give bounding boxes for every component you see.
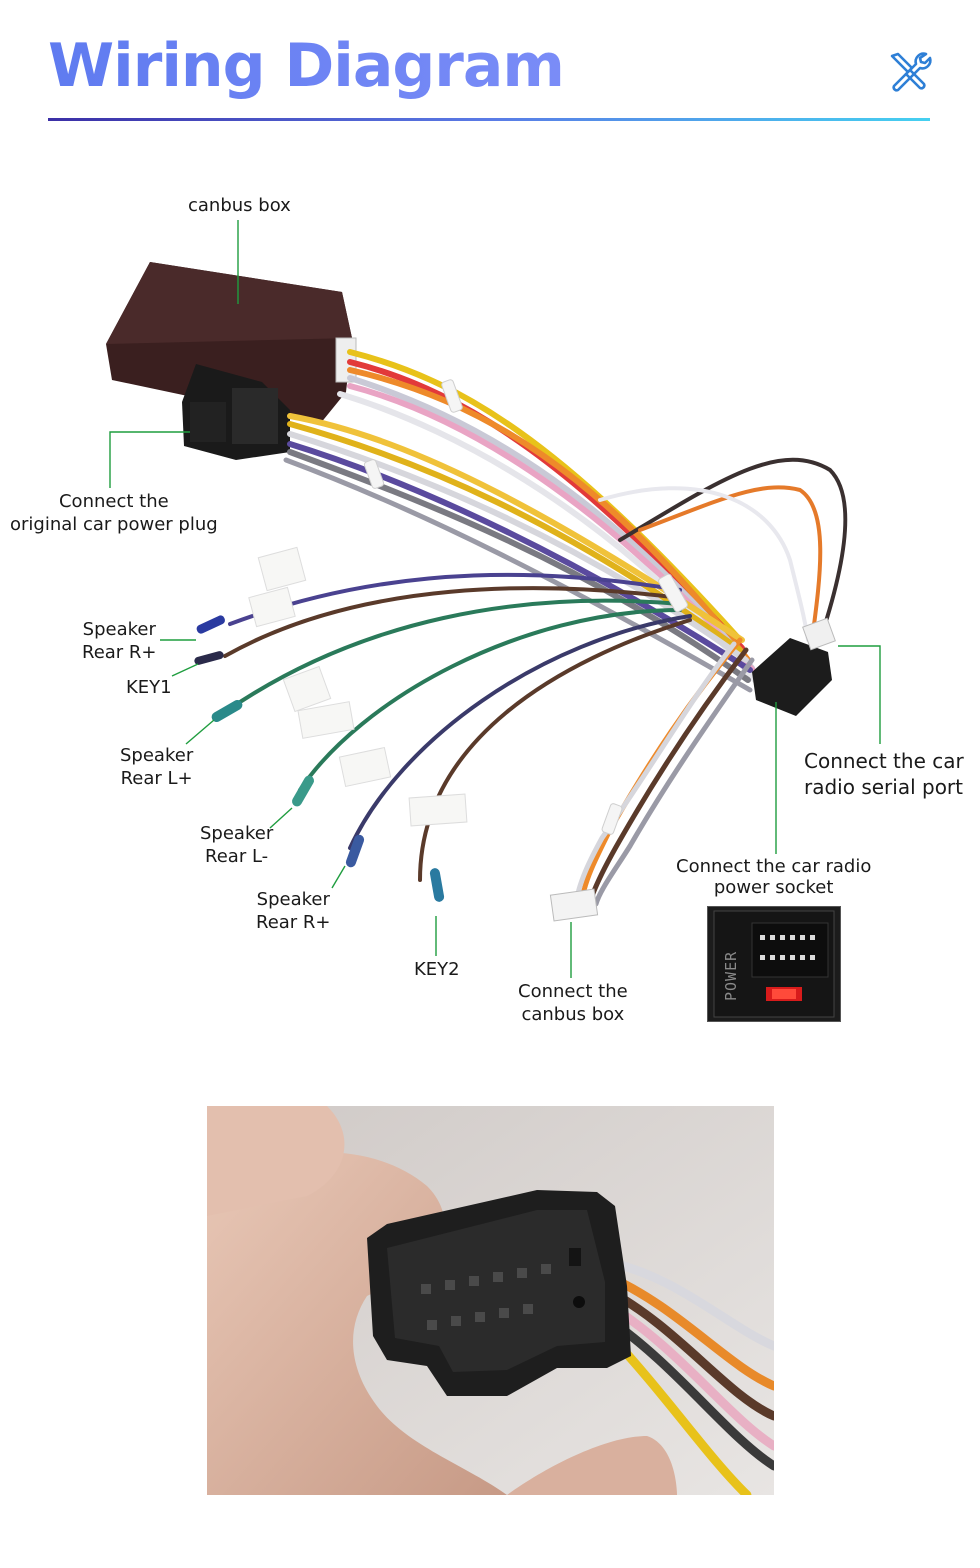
- label-speaker-rear-r-plus-1: Speaker Rear R+: [82, 618, 157, 664]
- wire-tags: [248, 546, 468, 827]
- label-line: Rear L-: [205, 846, 269, 867]
- label-radio-serial-port: Connect the car radio serial port: [804, 748, 964, 800]
- canbus-small-plug: [549, 888, 599, 922]
- power-socket-photo: POWER: [707, 906, 841, 1022]
- wiring-diagram: [106, 220, 881, 978]
- label-line: Speaker: [82, 619, 156, 640]
- power-socket-text: POWER: [722, 951, 740, 1001]
- label-line: Speaker: [120, 745, 194, 766]
- power-plug-connector: [182, 364, 290, 460]
- label-key1: KEY1: [126, 677, 172, 698]
- label-canbus-box: canbus box: [188, 195, 291, 216]
- label-connect-canbus-box: Connect the canbus box: [518, 980, 628, 1026]
- wire-tips: [194, 615, 445, 902]
- label-speaker-rear-l-plus: Speaker Rear L+: [120, 744, 193, 790]
- label-speaker-rear-r-plus-2: Speaker Rear R+: [256, 888, 331, 934]
- connector-closeup-photo: [207, 1106, 774, 1495]
- leader-lines: [109, 220, 881, 978]
- label-line: Connect the car: [804, 749, 964, 773]
- label-radio-power-socket: Connect the car radio power socket: [676, 856, 871, 898]
- radio-connector: [752, 617, 836, 716]
- label-line: Rear R+: [256, 912, 331, 933]
- canbus-box: [106, 262, 357, 424]
- label-line: Rear R+: [82, 642, 157, 663]
- label-key2: KEY2: [414, 959, 460, 980]
- label-line: Connect the: [518, 981, 628, 1002]
- label-original-power-plug: Connect the original car power plug: [10, 490, 218, 536]
- title-divider: [48, 118, 930, 121]
- tools-icon: [890, 52, 932, 92]
- label-line: Speaker: [200, 823, 274, 844]
- label-line: Connect the car radio: [676, 856, 872, 877]
- label-line: canbus box: [521, 1004, 625, 1025]
- label-speaker-rear-l-minus: Speaker Rear L-: [200, 822, 273, 868]
- wire-bundle: [223, 349, 848, 907]
- label-line: original car power plug: [10, 514, 218, 535]
- label-line: radio serial port: [804, 775, 963, 799]
- label-line: Rear L+: [120, 768, 193, 789]
- cable-ties: [363, 379, 688, 835]
- label-line: Connect the: [58, 491, 169, 512]
- label-line: Speaker: [256, 889, 330, 910]
- label-line: power socket: [713, 877, 834, 898]
- page-title: Wiring Diagram: [48, 26, 565, 106]
